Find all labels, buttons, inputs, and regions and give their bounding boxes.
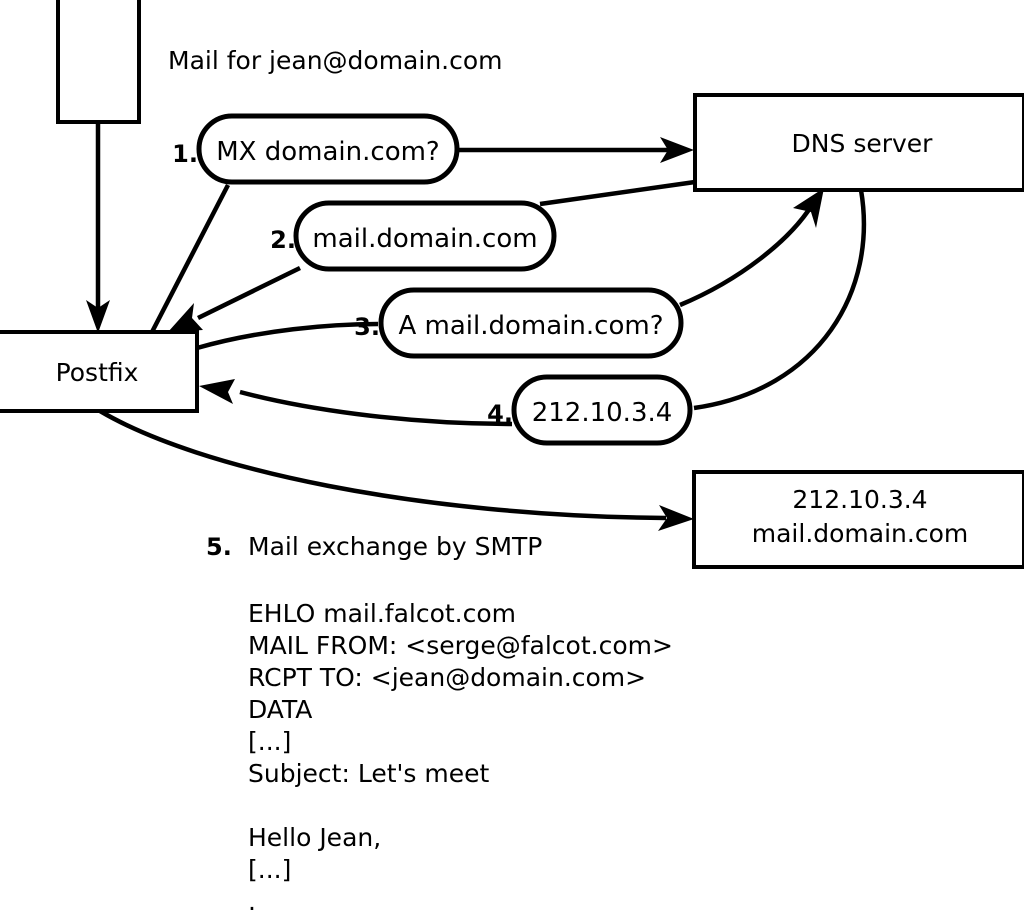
step-1-label: MX domain.com? <box>216 137 439 167</box>
smtp-line-rcpt-to: RCPT TO: <jean@domain.com> <box>248 663 646 692</box>
smtp-line-mail-from: MAIL FROM: <serge@falcot.com> <box>248 631 673 660</box>
node-sender-box[interactable] <box>56 0 141 124</box>
node-target-server[interactable]: 212.10.3.4 mail.domain.com <box>692 470 1024 569</box>
step-3-label: A mail.domain.com? <box>399 311 664 341</box>
smtp-line-ehlo: EHLO mail.falcot.com <box>248 599 516 628</box>
step-3-bubble[interactable]: A mail.domain.com? <box>378 287 684 359</box>
node-dns-server[interactable]: DNS server <box>693 93 1024 192</box>
step-4-label: 212.10.3.4 <box>532 398 673 428</box>
smtp-line-data: DATA <box>248 695 312 724</box>
edge-dns-to-step4 <box>693 189 867 411</box>
edge-step1-to-dns <box>458 137 694 163</box>
edge-postfix-to-target <box>98 409 694 531</box>
node-dns-server-label: DNS server <box>792 129 934 158</box>
node-target-server-host: mail.domain.com <box>752 519 968 548</box>
edge-step3-to-dns <box>679 188 824 308</box>
node-postfix[interactable]: Postfix <box>0 330 199 413</box>
step-1-number: 1. <box>172 140 198 168</box>
edge-sender-to-postfix <box>86 122 110 333</box>
edge-dns-to-step2 <box>539 179 696 207</box>
step-2-bubble[interactable]: mail.domain.com <box>293 200 557 272</box>
edge-step2-to-postfix <box>168 265 301 332</box>
node-postfix-label: Postfix <box>56 358 139 387</box>
step-3-number: 3. <box>354 313 380 341</box>
mail-for-caption: Mail for jean@domain.com <box>168 46 503 75</box>
step-5-number: 5. <box>206 533 232 561</box>
step-5-label: Mail exchange by SMTP <box>248 532 542 561</box>
smtp-line-subject: Subject: Let's meet <box>248 759 489 788</box>
smtp-line-ellipsis-2: [...] <box>248 855 291 884</box>
step-4-number: 4. <box>487 400 513 428</box>
edge-step1-stem <box>150 183 230 334</box>
step-4-bubble[interactable]: 212.10.3.4 <box>511 374 693 446</box>
smtp-line-hello-jean: Hello Jean, <box>248 823 381 852</box>
step-1-bubble[interactable]: MX domain.com? <box>196 113 460 185</box>
step-2-number: 2. <box>270 226 296 254</box>
step-2-label: mail.domain.com <box>312 224 537 254</box>
smtp-line-terminator: . <box>248 887 256 916</box>
edge-step4-to-postfix <box>199 379 513 427</box>
node-target-server-ip: 212.10.3.4 <box>792 485 927 514</box>
smtp-line-ellipsis-1: [...] <box>248 727 291 756</box>
edge-postfix-to-step3 <box>196 321 379 351</box>
